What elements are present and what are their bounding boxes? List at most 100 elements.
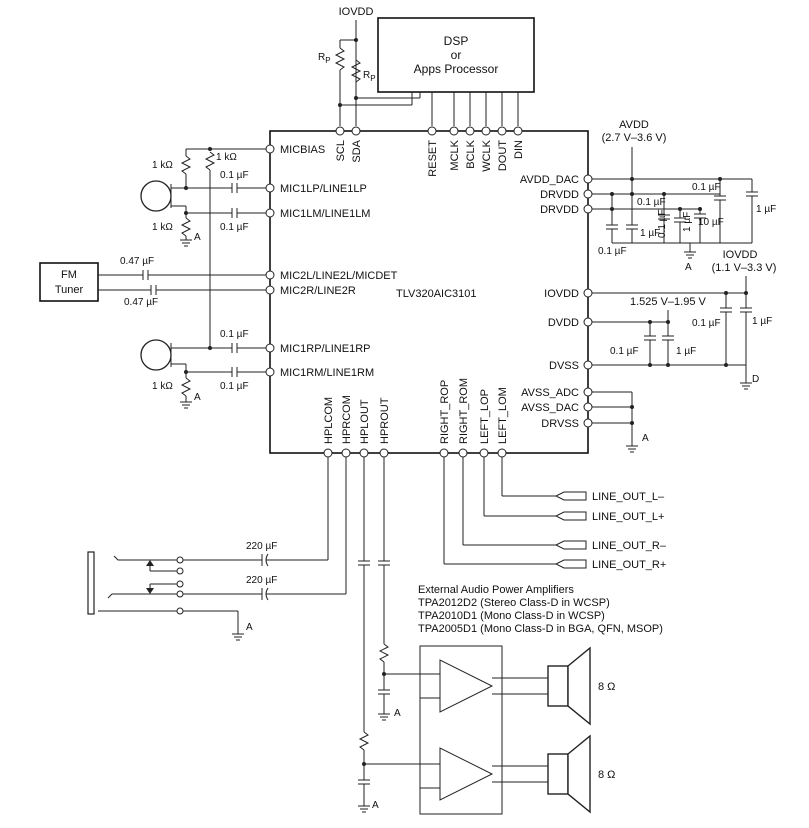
c-mic1lp-label: 0.1 µF (220, 170, 249, 181)
pin-wclk: WCLK (481, 139, 493, 171)
amp-item-1: TPA2012D2 (Stereo Class-D in WCSP) (418, 597, 610, 609)
iovdd-label: IOVDD (723, 249, 758, 261)
rp-label-2: RP (363, 70, 376, 83)
amp-item-2: TPA2010D1 (Mono Class-D in WCSP) (418, 610, 605, 622)
pin-iovdd: IOVDD (544, 288, 579, 300)
pin-reset: RESET (427, 140, 439, 177)
gnd-a-mic-left: A (194, 232, 201, 243)
pin-bclk: BCLK (465, 139, 477, 168)
speaker-1-icon (547, 646, 591, 726)
pin-dout: DOUT (497, 140, 509, 171)
right-pins: AVDD_DAC DRVDD DRVDD IOVDD DVDD DVSS AVS… (520, 174, 593, 430)
speaker-2-icon (547, 734, 591, 814)
mic-right-icon (140, 339, 172, 371)
fm-tuner: FM Tuner 0.47 µF 0.47 µF (39, 256, 266, 308)
c-hp-2-label: 220 µF (246, 575, 277, 586)
gnd-d-label: D (752, 374, 759, 385)
dvdd-range: 1.525 V–1.95 V (630, 296, 707, 308)
c-avdd-2-label: 1 µF (682, 212, 693, 232)
c-hp-1-label: 220 µF (246, 541, 277, 552)
rp-label-1: RP (318, 52, 331, 65)
iovdd-range: (1.1 V–3.3 V) (712, 262, 777, 274)
line-out-r-plus: LINE_OUT_R+ (592, 559, 666, 571)
pin-dvdd: DVDD (548, 317, 579, 329)
codec-ic: TLV320AIC3101 MICBIAS MIC1LP/LINE1LP MIC… (265, 126, 593, 458)
line-out-l-plus: LINE_OUT_L+ (592, 511, 664, 523)
bottom-pins: HPLCOM HPRCOM HPLOUT HPROUT RIGHT_ROP RI… (323, 378, 509, 458)
analog-ground-network: A (592, 391, 649, 453)
avdd-range: (2.7 V–3.6 V) (602, 132, 667, 144)
pin-hprout: HPROUT (379, 397, 391, 444)
pin-dvss: DVSS (549, 360, 579, 372)
c-avdd-4-label: 0.1 µF (692, 182, 721, 193)
pin-hplcom: HPLCOM (323, 397, 335, 444)
r-mic1rm-label: 1 kΩ (152, 381, 173, 392)
speaker-1-label: 8 Ω (598, 681, 615, 693)
mic-right: 0.1 µF 0.1 µF 1 kΩ A (140, 329, 266, 409)
iovdd-dvdd-network: 0.1 µF 1 µF 1.525 V–1.95 V 0.1 µF 1 µF D (592, 276, 772, 390)
pin-hplout: HPLOUT (359, 399, 371, 444)
gnd-a-mic-right: A (194, 392, 201, 403)
mic-left: 0.1 µF 0.1 µF 1 kΩ A (140, 170, 266, 247)
c-avdd-1-label: 0.1 µF (657, 209, 668, 238)
c-dvdd-1-label: 0.1 µF (610, 346, 639, 357)
pin-mic2l: MIC2L/LINE2L/MICDET (280, 270, 398, 282)
pin-micbias: MICBIAS (280, 144, 325, 156)
pin-sda: SDA (351, 139, 363, 162)
pin-drvdd-2: DRVDD (540, 204, 579, 216)
gnd-a-amp1: A (394, 708, 401, 719)
dsp-label-2: or (451, 48, 462, 62)
fm-tuner-box (39, 262, 99, 302)
line-out-l-minus: LINE_OUT_L– (592, 491, 665, 503)
micbias-network: 1 kΩ 1 kΩ (152, 147, 266, 348)
gnd-a-power: A (685, 262, 692, 273)
iovdd-top-label: IOVDD (339, 6, 374, 18)
pin-mic2r: MIC2R/LINE2R (280, 285, 356, 297)
pin-hprcom: HPRCOM (341, 395, 353, 444)
ic-body (269, 130, 589, 454)
dsp-label-3: Apps Processor (414, 62, 499, 76)
c-fm-2-label: 0.47 µF (124, 297, 158, 308)
amp-2-triangle (439, 747, 494, 801)
pin-avss-adc: AVSS_ADC (521, 387, 579, 399)
gnd-a-analog: A (642, 433, 649, 444)
pin-right-rop: RIGHT_ROP (439, 380, 451, 444)
pin-avdd-dac: AVDD_DAC (520, 174, 579, 186)
amp-1-triangle (439, 659, 494, 713)
c-drvdd-3-label: 1 µF (640, 228, 660, 239)
ic-name: TLV320AIC3101 (396, 288, 477, 300)
amplifier-section: External Audio Power Amplifiers TPA2012D… (358, 457, 663, 815)
r-micbias-2-label: 1 kΩ (216, 152, 237, 163)
left-pins: MICBIAS MIC1LP/LINE1LP MIC1LM/LINE1LM MI… (265, 144, 398, 379)
fm-label-2: Tuner (55, 284, 84, 296)
c-iovdd-1-label: 0.1 µF (692, 318, 721, 329)
dsp-block: DSP or Apps Processor (377, 17, 535, 93)
gnd-a-amp2: A (372, 800, 379, 811)
c-mic1lm-label: 0.1 µF (220, 222, 249, 233)
pin-right-rom: RIGHT_ROM (458, 378, 470, 444)
c-fm-1-label: 0.47 µF (120, 256, 154, 267)
r-mic1lm-label: 1 kΩ (152, 222, 173, 233)
digital-bus (431, 92, 519, 126)
i2c-pullups: IOVDD RP RP (318, 6, 421, 126)
pin-mic1rp: MIC1RP/LINE1RP (280, 343, 370, 355)
c-mic1rp-label: 0.1 µF (220, 329, 249, 340)
pin-mic1lm: MIC1LM/LINE1LM (280, 208, 370, 220)
c-drvdd-2-label: 0.1 µF (637, 197, 666, 208)
c-iovdd-2-label: 1 µF (752, 316, 772, 327)
jack-body (87, 551, 95, 615)
top-pins: SCL SDA RESET MCLK BCLK WCLK DOUT DIN (335, 126, 525, 177)
fm-label-1: FM (61, 269, 77, 281)
pin-drvdd-1: DRVDD (540, 189, 579, 201)
pin-din: DIN (513, 140, 525, 159)
pin-mic1lp: MIC1LP/LINE1LP (280, 183, 367, 195)
avdd-label: AVDD (619, 119, 649, 131)
amp-title: External Audio Power Amplifiers (418, 584, 574, 596)
c-avdd-5-label: 1 µF (756, 204, 776, 215)
pin-drvss: DRVSS (541, 418, 579, 430)
dsp-box (377, 17, 535, 93)
pin-left-lop: LEFT_LOP (479, 389, 491, 444)
avdd-network: AVDD (2.7 V–3.6 V) (592, 119, 776, 274)
pin-avss-dac: AVSS_DAC (521, 402, 579, 414)
